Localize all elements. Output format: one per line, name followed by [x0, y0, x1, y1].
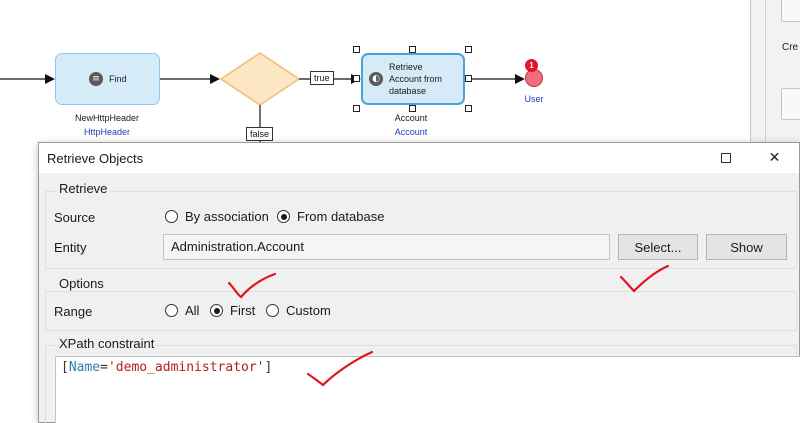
- xpath-attribute: Name: [68, 360, 101, 375]
- selection-handle[interactable]: [465, 105, 472, 112]
- decision-false-label: false: [246, 127, 274, 141]
- retrieve-output-variable: Account: [394, 113, 428, 123]
- source-from-database-radio[interactable]: From database: [277, 209, 384, 224]
- options-group-title: Options: [57, 276, 106, 291]
- retrieve-group-frame: [45, 191, 797, 269]
- retrieve-icon: ◐: [369, 72, 383, 86]
- retrieve-group-title: Retrieve: [57, 181, 110, 196]
- end-event-label[interactable]: User: [524, 94, 544, 104]
- retrieve-label-line-2: Account from: [389, 74, 443, 84]
- range-all-radio[interactable]: All: [165, 303, 199, 318]
- source-option-label: By association: [185, 209, 269, 224]
- xpath-constraint-editor[interactable]: [Name='demo_administrator']: [55, 356, 800, 423]
- selection-handle[interactable]: [465, 75, 472, 82]
- selection-handle[interactable]: [353, 75, 360, 82]
- dialog-titlebar[interactable]: Retrieve Objects ✕: [39, 143, 799, 173]
- find-output-type[interactable]: HttpHeader: [83, 127, 131, 137]
- entity-label: Entity: [54, 240, 87, 255]
- retrieve-account-activity[interactable]: ◐ Retrieve Account from database: [361, 53, 465, 105]
- find-activity[interactable]: ≡ Find: [55, 53, 160, 105]
- side-panel-partial-text: Cre: [782, 42, 799, 53]
- xpath-group-title: XPath constraint: [57, 336, 157, 351]
- xpath-equals: =: [100, 360, 108, 375]
- xpath-value: 'demo_administrator': [107, 360, 265, 375]
- selection-handle[interactable]: [409, 46, 416, 53]
- source-by-association-radio[interactable]: By association: [165, 209, 269, 224]
- maximize-icon: [720, 153, 731, 163]
- radio-icon: [266, 304, 279, 317]
- side-panel-button[interactable]: [781, 88, 800, 120]
- options-group-frame: [45, 291, 797, 331]
- find-activity-label: Find: [109, 74, 127, 84]
- find-output-variable: NewHttpHeader: [74, 113, 140, 123]
- radio-selected-icon: [210, 304, 223, 317]
- source-option-label: From database: [297, 209, 385, 224]
- close-button[interactable]: ✕: [752, 143, 797, 173]
- decision-diamond[interactable]: [219, 52, 301, 106]
- radio-selected-icon: [277, 210, 290, 223]
- retrieve-output: Account Account: [351, 111, 471, 139]
- retrieve-output-type[interactable]: Account: [394, 127, 428, 137]
- retrieve-activity-label: Retrieve Account from database: [389, 61, 442, 97]
- range-label: Range: [54, 304, 93, 319]
- maximize-button[interactable]: [703, 143, 748, 173]
- dialog-title: Retrieve Objects: [47, 150, 144, 166]
- retrieve-label-line-3: database: [389, 86, 427, 96]
- end-event[interactable]: [525, 69, 543, 87]
- range-custom-radio[interactable]: Custom: [266, 303, 331, 318]
- select-entity-button[interactable]: Select...: [618, 234, 698, 260]
- selection-handle[interactable]: [409, 105, 416, 112]
- show-entity-button[interactable]: Show: [706, 234, 787, 260]
- close-icon: ✕: [768, 150, 781, 166]
- retrieve-objects-dialog: Retrieve Objects ✕ Retrieve Source By as…: [38, 142, 800, 423]
- side-panel-button[interactable]: [781, 0, 800, 22]
- retrieve-label-line-1: Retrieve: [389, 62, 423, 72]
- selection-handle[interactable]: [465, 46, 472, 53]
- range-option-label: All: [185, 303, 200, 318]
- find-output: NewHttpHeader HttpHeader: [47, 111, 167, 139]
- xpath-open-bracket: [: [61, 360, 69, 375]
- entity-field[interactable]: Administration.Account: [163, 234, 610, 260]
- xpath-close-bracket: ]: [264, 360, 273, 375]
- selection-handle[interactable]: [353, 46, 360, 53]
- range-option-label: Custom: [286, 303, 331, 318]
- error-count-badge: 1: [525, 59, 538, 72]
- radio-icon: [165, 304, 178, 317]
- radio-icon: [165, 210, 178, 223]
- range-option-label: First: [230, 303, 256, 318]
- source-label: Source: [54, 210, 96, 225]
- filter-list-icon: ≡: [89, 72, 103, 86]
- range-first-radio[interactable]: First: [210, 303, 255, 318]
- decision-true-label: true: [310, 71, 334, 85]
- selection-handle[interactable]: [353, 105, 360, 112]
